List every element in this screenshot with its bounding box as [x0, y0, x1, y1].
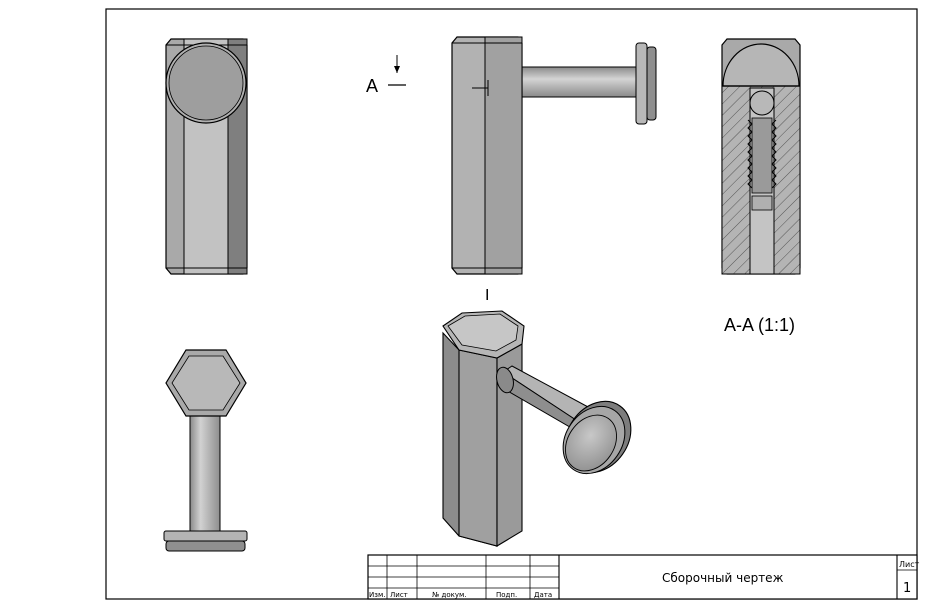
col-doc: № докум. [432, 591, 467, 599]
isometric-view [442, 310, 632, 547]
sheet-number: 1 [903, 581, 911, 596]
col-date: Дата [534, 591, 552, 599]
title-block: Изм. Лист № докум. Подп. Дата Сборочный … [367, 554, 920, 600]
side-view-center [451, 36, 657, 275]
top-view-left [163, 349, 248, 552]
section-view [721, 38, 801, 275]
sheet-label: Лист [899, 560, 920, 569]
col-sign: Подп. [496, 591, 517, 599]
detail-marker-label: I [485, 287, 489, 304]
section-marker-label: A [366, 76, 378, 96]
col-list: Лист [390, 591, 408, 599]
front-view-left [165, 38, 248, 275]
drawing-title: Сборочный чертеж [662, 571, 784, 585]
section-title: A-A (1:1) [724, 315, 795, 335]
section-marker: A [366, 55, 406, 96]
col-izm: Изм. [369, 591, 385, 599]
